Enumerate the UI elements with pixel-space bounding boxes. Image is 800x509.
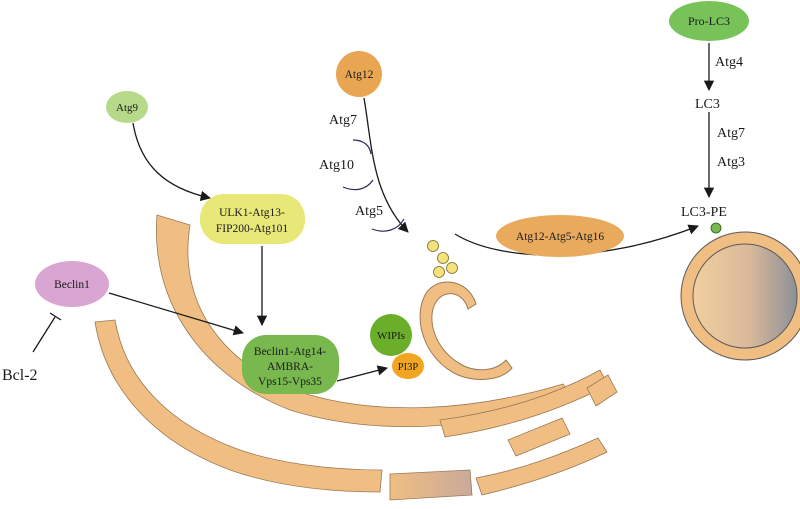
pi3p-label: PI3P: [398, 362, 419, 373]
membrane-segment-gradient: [389, 469, 473, 501]
pro-lc3-label: Pro-LC3: [688, 14, 730, 28]
bcl2-label: Bcl-2: [2, 367, 38, 384]
beclin-complex-line3: Vps15-Vps35: [258, 376, 322, 388]
ulk1-label-line2: FIP200-Atg101: [216, 223, 288, 235]
atg5-arc: [371, 218, 405, 232]
atg10-label: Atg10: [319, 158, 354, 173]
arrow-complex-to-pi3p: [336, 365, 389, 382]
atg3-label: Atg3: [717, 155, 745, 170]
arrow-beclin1-to-complex: [108, 292, 244, 336]
vesicle: [427, 240, 439, 252]
atg12-complex-node: Atg12-Atg5-Atg16: [496, 215, 624, 257]
atg9-node: Atg9: [106, 91, 148, 123]
ulk1-node: ULK1-Atg13- FIP200-Atg101: [200, 194, 305, 244]
pi3p-node: PI3P: [392, 353, 424, 379]
atg12-label: Atg12: [345, 69, 374, 81]
lc3-pe-label: LC3-PE: [681, 205, 727, 220]
beclin-complex-line2: AMBRA-: [267, 361, 313, 373]
vesicle: [446, 262, 458, 274]
beclin1-node: Beclin1: [35, 261, 109, 307]
vesicle: [437, 252, 449, 264]
wipis-node: WIPIs: [370, 314, 412, 356]
atg12-node: Atg12: [336, 51, 382, 97]
atg9-label: Atg9: [116, 102, 139, 114]
beclin-complex-line1: Beclin1-Atg14-: [254, 346, 326, 358]
membrane-segment-small-1: [586, 374, 618, 407]
atg7-lc3-label: Atg7: [717, 126, 745, 141]
autophagosome: [680, 222, 800, 361]
beclin1-label: Beclin1: [54, 279, 90, 291]
atg5-label: Atg5: [355, 204, 383, 219]
atg7-label: Atg7: [329, 113, 357, 128]
vesicles: [427, 240, 458, 278]
phagophore-cup: [419, 281, 513, 380]
lc3-pe-dot: [710, 222, 722, 234]
enzyme-arcs: [342, 139, 405, 232]
er-membranes: [94, 214, 618, 501]
outer-membrane-arc: [94, 319, 383, 493]
arrow-atg9-to-ulk1: [132, 122, 212, 202]
ulk1-label-line1: ULK1-Atg13-: [219, 207, 285, 219]
arrow-atg12-conjugation: [363, 97, 409, 233]
membrane-segment-right: [439, 369, 609, 438]
membrane-segment-bottom-right: [475, 437, 608, 496]
vesicle: [433, 266, 445, 278]
atg7-arc: [352, 139, 372, 155]
inhibition-bar: [49, 312, 62, 321]
wipis-label: WIPIs: [377, 330, 405, 342]
autophagosome-inner: [692, 243, 798, 349]
pro-lc3-node: Pro-LC3: [669, 1, 749, 41]
lc3-label: LC3: [695, 97, 720, 112]
atg12-complex-label: Atg12-Atg5-Atg16: [516, 231, 604, 243]
atg10-arc: [342, 179, 374, 191]
beclin-complex-node: Beclin1-Atg14- AMBRA- Vps15-Vps35: [242, 335, 339, 394]
inhibition-bcl2-beclin1: [32, 316, 56, 353]
membrane-segment-small-2: [507, 417, 571, 457]
atg4-label: Atg4: [715, 55, 743, 70]
